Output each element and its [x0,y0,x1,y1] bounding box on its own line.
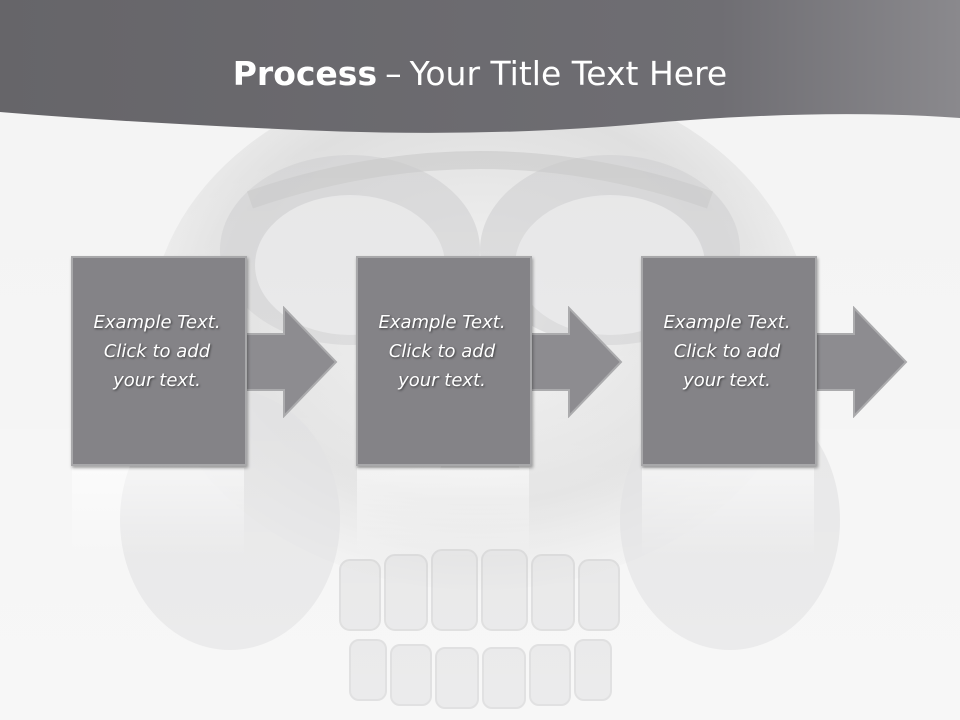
step-3-line-1: Example Text. [663,312,791,333]
step-1-text[interactable]: Example Text. Click to add your text. [71,308,243,395]
step-2-arrow-icon [525,306,623,418]
step-2-reflection [357,468,529,558]
step-1-line-1: Example Text. [93,312,221,333]
step-3-line-2: Click to add [673,341,781,362]
step-2-text[interactable]: Example Text. Click to add your text. [356,308,528,395]
title-dash: – [385,54,402,93]
title-bold-word: Process [232,54,378,93]
title-text: Your Title Text Here [409,54,728,93]
step-3-text[interactable]: Example Text. Click to add your text. [641,308,813,395]
process-step-3[interactable]: Example Text. Click to add your text. [641,256,821,468]
step-2-line-1: Example Text. [378,312,506,333]
step-1-line-3: your text. [113,370,201,391]
step-1-reflection [72,468,244,558]
process-step-1[interactable]: Example Text. Click to add your text. [71,256,251,468]
step-3-box[interactable] [641,256,817,466]
step-3-reflection [642,468,814,558]
step-3-line-3: your text. [683,370,771,391]
title-banner: Process–Your Title Text Here [0,0,960,150]
slide-title[interactable]: Process–Your Title Text Here [0,52,960,96]
step-3-arrow-icon [810,306,908,418]
step-2-line-2: Click to add [388,341,496,362]
step-1-box[interactable] [71,256,247,466]
step-1-arrow-icon [240,306,338,418]
step-2-line-3: your text. [398,370,486,391]
step-2-box[interactable] [356,256,532,466]
process-step-2[interactable]: Example Text. Click to add your text. [356,256,536,468]
step-1-line-2: Click to add [103,341,211,362]
